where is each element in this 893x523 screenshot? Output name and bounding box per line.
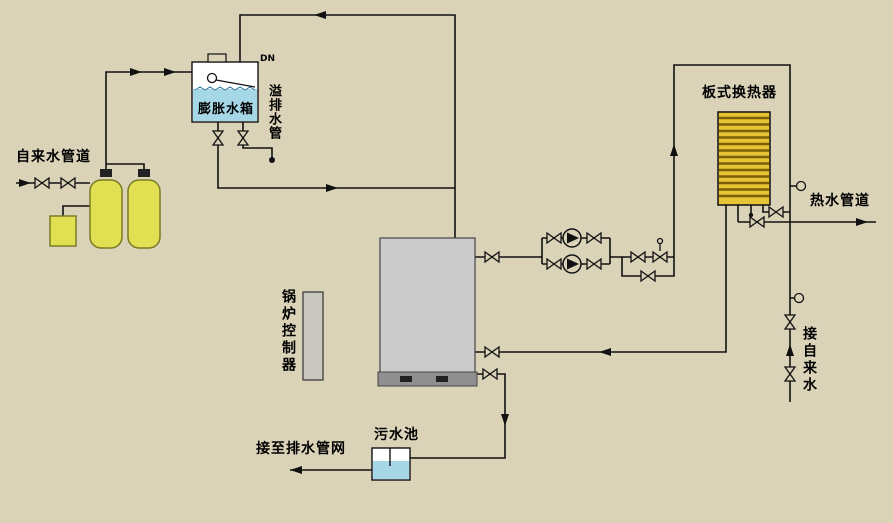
flow-arrow-coldwater-icon xyxy=(786,344,794,356)
valve-pump1-out-icon xyxy=(586,232,602,244)
pipe-riser-top-run xyxy=(673,64,791,402)
pressure-gauge-2-icon xyxy=(793,292,805,304)
pump-1 xyxy=(562,228,582,248)
flow-arrow-boilerfeed-icon xyxy=(326,184,338,192)
expansion-tank xyxy=(191,53,259,123)
softener-tank-1 xyxy=(89,179,123,249)
flow-arrow-return-icon xyxy=(599,348,611,356)
valve-hot-water-icon xyxy=(749,216,765,228)
exchanger-plates xyxy=(719,116,769,198)
pipe-expansion-loop xyxy=(239,14,456,238)
pump-1-impeller-icon xyxy=(567,232,579,244)
softener-tank-2-cap xyxy=(138,169,150,177)
label-dn-mark: DN xyxy=(260,54,276,64)
exchanger-body xyxy=(717,111,771,206)
pipe-softener-cross xyxy=(106,163,145,171)
sewage-pool-water xyxy=(373,461,409,479)
pump-2-impeller-icon xyxy=(567,258,579,270)
valve-primary-in-icon xyxy=(768,206,784,218)
flow-arrow-top-icon xyxy=(314,11,326,19)
label-boiler-controller: 锅炉控制器 xyxy=(280,289,296,374)
pipe-salt-tank xyxy=(62,205,90,216)
valve-tank-drain-icon xyxy=(212,130,224,146)
label-tap-water-pipe: 自来水管道 xyxy=(16,149,91,165)
label-hot-water-pipe: 热水管道 xyxy=(810,193,870,209)
expansion-tank-water xyxy=(193,89,257,121)
pipe-gauge-stubs xyxy=(790,185,797,299)
flow-arrow-sewer-icon xyxy=(290,466,302,474)
valve-group-1-icon xyxy=(630,251,646,263)
plate-heat-exchanger xyxy=(717,111,771,206)
flow-arrow-drain-icon xyxy=(501,414,509,426)
valve-boiler-outlet-icon xyxy=(484,251,500,263)
float-ball xyxy=(206,72,218,84)
valve-overflow-icon xyxy=(237,130,249,146)
valve-cold-upper-icon xyxy=(784,314,796,330)
flow-arrow-riser-icon xyxy=(670,144,678,156)
boiler xyxy=(377,237,478,387)
valve-pump2-out-icon xyxy=(586,258,602,270)
flow-arrow-feed1-icon xyxy=(130,68,142,76)
flow-arrow-feed2-icon xyxy=(164,68,176,76)
boiler-body xyxy=(379,237,476,375)
vent-dot xyxy=(748,212,754,218)
pipe-tank-to-boiler xyxy=(217,122,455,189)
sewage-pool xyxy=(371,447,411,481)
water-surface xyxy=(194,86,256,91)
label-connect-tap-water: 接自来水 xyxy=(801,326,817,394)
flow-arrow-tap-icon xyxy=(19,179,31,187)
valve-pump1-in-icon xyxy=(546,232,562,244)
pressure-gauge-1-icon xyxy=(795,180,807,192)
softener-tank-1-cap xyxy=(100,169,112,177)
valve-pump2-in-icon xyxy=(546,258,562,270)
valve-bypass-icon xyxy=(640,270,656,282)
water-softener-system xyxy=(49,169,161,249)
valve-cold-lower-icon xyxy=(784,366,796,382)
overflow-drain-outlet-dot xyxy=(269,157,275,163)
softener-tank-2 xyxy=(127,179,161,249)
label-connect-to-drain-network: 接至排水管网 xyxy=(256,441,346,457)
pump-2 xyxy=(562,254,582,274)
pipe-boiler-drain xyxy=(410,373,506,459)
valve-group-2-icon xyxy=(652,251,668,263)
boiler-base-detail-1 xyxy=(400,376,412,382)
label-sewage-pool: 污水池 xyxy=(374,427,419,443)
expansion-tank-lid xyxy=(207,53,227,63)
valve-tap-1-icon xyxy=(34,177,50,189)
salt-tank xyxy=(49,215,77,247)
label-overflow-drain-pipe: 溢排水管 xyxy=(266,84,281,140)
label-expansion-tank: 膨胀水箱 xyxy=(198,102,255,117)
pipe-softener-to-tank xyxy=(105,71,192,170)
flow-arrow-hotwater-icon xyxy=(856,218,868,226)
label-plate-heat-exchanger: 板式换热器 xyxy=(702,85,777,101)
pipe-return-to-boiler xyxy=(475,205,727,353)
valve-tap-2-icon xyxy=(60,177,76,189)
valve-return-icon xyxy=(484,346,500,358)
valve-boiler-drain-icon xyxy=(482,368,498,380)
boiler-controller-panel xyxy=(302,291,324,381)
boiler-base xyxy=(377,371,478,387)
float-lever xyxy=(215,79,256,88)
boiler-base-detail-2 xyxy=(436,376,448,382)
control-valve-stem xyxy=(656,237,664,251)
